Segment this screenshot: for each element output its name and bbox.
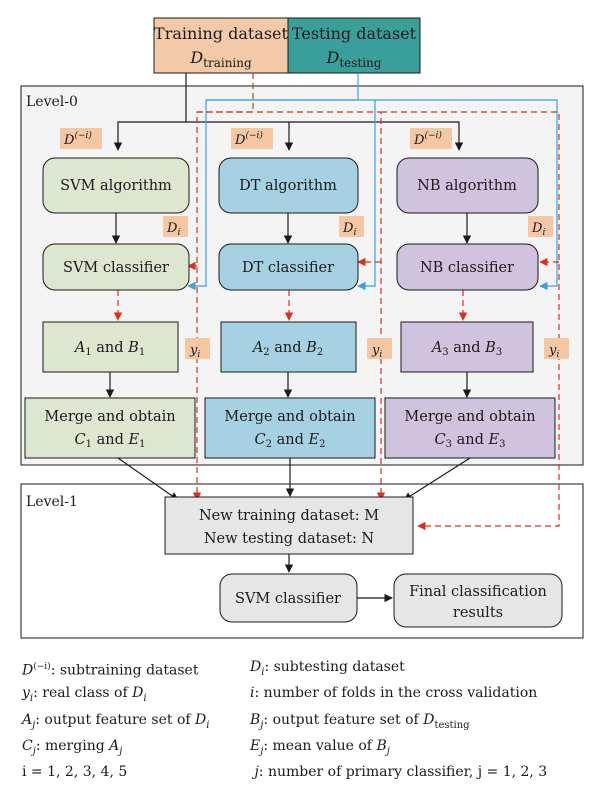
meta-svm-classifier-label: SVM classifier bbox=[235, 591, 341, 607]
legend-item-folds: i: number of folds in the cross validati… bbox=[250, 685, 538, 702]
svg-text:yi: yi bbox=[371, 343, 382, 360]
training-dataset-box bbox=[153, 17, 289, 74]
training-dataset-symbol: Dtraining bbox=[189, 48, 252, 70]
d-i-tag-3: Di bbox=[528, 216, 553, 238]
new-dataset-box bbox=[164, 496, 414, 555]
testing-dataset-symbol: Dtesting bbox=[326, 48, 382, 70]
column-svm: SVM algorithm SVM classifier A1 and B1 M… bbox=[24, 157, 196, 459]
level1-label: Level-1 bbox=[26, 494, 78, 510]
dt-merge-line1: Merge and obtain bbox=[224, 409, 355, 425]
svg-text:D(−i): D(−i) bbox=[63, 130, 92, 148]
svg-text:Di: Di bbox=[166, 221, 180, 238]
dt-merge-line2: C2 and E2 bbox=[255, 432, 326, 450]
legend: D(−i): subtraining dataset Di: subtestin… bbox=[22, 657, 592, 783]
legend-item-subtraining: D(−i): subtraining dataset bbox=[22, 662, 199, 679]
merge-to-newdataset-arrows bbox=[117, 457, 471, 603]
nb-output-box bbox=[400, 321, 534, 373]
svg-text:Di: Di bbox=[342, 221, 356, 238]
legend-item-classifier-count: j: number of primary classifier, j = 1, … bbox=[254, 764, 548, 781]
legend-row: D(−i): subtraining dataset Di: subtestin… bbox=[22, 657, 592, 683]
nb-merge-box bbox=[384, 397, 556, 459]
stacking-ensemble-diagram: Level-0 Level-1 Training dataset Dtraini… bbox=[20, 17, 584, 639]
nb-algorithm-label: NB algorithm bbox=[417, 178, 517, 194]
d-minus-i-tag-2: D(−i) bbox=[231, 128, 273, 149]
legend-item-merging: Cj: merging Aj bbox=[22, 737, 123, 757]
testing-dataset-title: Testing dataset bbox=[292, 24, 417, 43]
dt-classifier-label: DT classifier bbox=[242, 260, 334, 276]
nb-merge-line2: C3 and E3 bbox=[435, 432, 506, 450]
svm-algorithm-label: SVM algorithm bbox=[60, 178, 172, 194]
d-minus-i-tag-1: D(−i) bbox=[60, 128, 102, 149]
svm-merge-box bbox=[24, 397, 196, 459]
legend-item-i-values: i = 1, 2, 3, 4, 5 bbox=[22, 764, 128, 781]
svm-merge-line1: Merge and obtain bbox=[44, 409, 175, 425]
legend-row: i = 1, 2, 3, 4, 5 j: number of primary c… bbox=[22, 762, 592, 783]
column-dt: DT algorithm DT classifier A2 and B2 Mer… bbox=[204, 157, 376, 459]
nb-classifier-label: NB classifier bbox=[420, 260, 514, 276]
legend-item-output-a: Aj: output feature set of Di bbox=[22, 711, 210, 731]
dt-output-box bbox=[220, 321, 357, 373]
nb-output-label: A3 and B3 bbox=[430, 340, 502, 358]
svg-text:yi: yi bbox=[189, 343, 200, 360]
legend-item-real-class: yi: real class of Di bbox=[22, 685, 147, 705]
testing-dataset-box bbox=[287, 17, 421, 74]
legend-row: yi: real class of Di i: number of folds … bbox=[22, 683, 592, 709]
legend-row: Cj: merging Aj Ej: mean value of Bj bbox=[22, 736, 592, 762]
dt-classifier-box bbox=[218, 243, 359, 291]
new-training-dataset-label: New training dataset: M bbox=[199, 508, 379, 524]
svg-text:Di: Di bbox=[531, 221, 545, 238]
meta-svm-classifier-box bbox=[219, 573, 358, 623]
final-results-line1: Final classification bbox=[409, 584, 547, 600]
column-nb: NB algorithm NB classifier A3 and B3 Mer… bbox=[384, 157, 556, 459]
label-distribution-lines bbox=[113, 73, 560, 531]
dt-algorithm-label: DT algorithm bbox=[239, 178, 337, 194]
svg-text:D(−i): D(−i) bbox=[413, 130, 442, 148]
nb-classifier-box bbox=[396, 243, 539, 291]
svg-text:D(−i): D(−i) bbox=[234, 130, 263, 148]
legend-row: Aj: output feature set of Di Bj: output … bbox=[22, 710, 592, 736]
legend-item-mean: Ej: mean value of Bj bbox=[250, 737, 390, 757]
svm-output-box bbox=[42, 321, 179, 373]
d-minus-i-tag-3: D(−i) bbox=[410, 128, 452, 149]
legend-item-subtesting: Di: subtesting dataset bbox=[250, 659, 405, 678]
y-i-tag-3: yi bbox=[544, 338, 569, 360]
new-testing-dataset-label: New testing dataset: N bbox=[204, 531, 375, 547]
y-i-tag-1: yi bbox=[185, 338, 210, 360]
final-results-line2: results bbox=[453, 605, 503, 621]
y-i-tag-2: yi bbox=[367, 338, 392, 360]
level0-label: Level-0 bbox=[26, 94, 78, 110]
svg-text:yi: yi bbox=[548, 343, 559, 360]
d-i-tag-2: Di bbox=[339, 216, 364, 238]
svm-output-label: A1 and B1 bbox=[73, 340, 145, 358]
nb-merge-line1: Merge and obtain bbox=[404, 409, 535, 425]
d-i-tag-1: Di bbox=[163, 216, 188, 238]
svm-classifier-label: SVM classifier bbox=[63, 260, 169, 276]
dt-output-label: A2 and B2 bbox=[251, 340, 323, 358]
training-distribution-lines bbox=[113, 73, 464, 151]
dt-merge-box bbox=[204, 397, 376, 459]
training-dataset-title: Training dataset bbox=[154, 24, 288, 43]
svm-classifier-box bbox=[42, 243, 190, 291]
final-results-box bbox=[393, 573, 563, 628]
testing-distribution-lines bbox=[187, 73, 558, 291]
legend-item-output-b: Bj: output feature set of Dtesting bbox=[250, 711, 470, 731]
svm-merge-line2: C1 and E1 bbox=[75, 432, 146, 450]
